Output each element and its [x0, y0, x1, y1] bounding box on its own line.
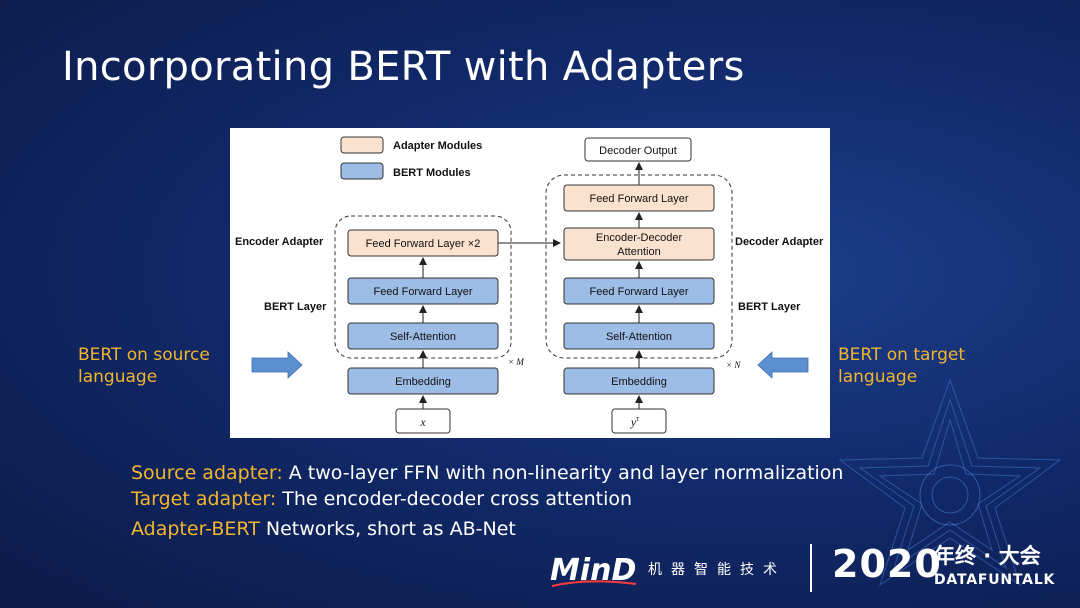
dec-embedding-label: Embedding: [611, 376, 667, 388]
target-arrow-icon: [757, 351, 809, 379]
decoder-adapter-label: Decoder Adapter: [735, 236, 824, 248]
bert-layer-label-right: BERT Layer: [738, 301, 801, 313]
bullet-text: The encoder-decoder cross attention: [276, 488, 633, 510]
star-graphic-icon: [838, 378, 1062, 587]
bullet-text: A two-layer FFN with non-linearity and l…: [282, 462, 844, 484]
source-language-line-1: BERT on source: [78, 345, 210, 365]
bullet-ab-net: Adapter-BERT Networks, short as AB-Net: [131, 516, 843, 542]
footer-year: 2020: [832, 542, 942, 586]
legend-bert-swatch: [340, 162, 384, 180]
source-arrow-icon: [251, 351, 303, 379]
target-language-line-1: BERT on target: [838, 345, 966, 365]
enc-ffn-label: Feed Forward Layer: [373, 286, 472, 298]
dec-ffn-adapter-label: Feed Forward Layer: [589, 193, 688, 205]
bullet-target-adapter: Target adapter: The encoder-decoder cros…: [131, 486, 843, 512]
legend-bert-label: BERT Modules: [393, 167, 471, 179]
dec-input-sup: τ: [636, 414, 640, 423]
slide-title: Incorporating BERT with Adapters: [62, 44, 745, 90]
dec-ffn-label: Feed Forward Layer: [589, 286, 688, 298]
target-language-label: BERT on target language: [838, 344, 965, 388]
dec-output-box: [584, 137, 692, 162]
adapter-bert-diagram: Adapter Modules BERT Modules Encoder Ada…: [230, 128, 830, 438]
enc-self-attn-label: Self-Attention: [390, 331, 456, 343]
bert-layer-label-left: BERT Layer: [264, 301, 327, 313]
footer-event: 年终 · 大会: [934, 544, 1041, 568]
bullet-text: Networks, short as AB-Net: [259, 518, 516, 540]
bullet-highlight: Target adapter:: [131, 488, 277, 510]
footer-cn-text: 机器智能技术: [648, 562, 786, 578]
bullet-highlight: Source adapter:: [131, 462, 283, 484]
enc-embedding-label: Embedding: [395, 376, 451, 388]
dec-self-attn-label: Self-Attention: [606, 331, 672, 343]
dec-cross-attn-label-2: Attention: [617, 246, 660, 258]
enc-ffn-adapter-label: Feed Forward Layer ×2: [366, 238, 481, 250]
source-language-line-2: language: [78, 367, 158, 387]
bullet-highlight: Adapter-BERT: [131, 518, 260, 540]
source-language-label: BERT on source language: [78, 344, 210, 388]
bullet-list: Source adapter: A two-layer FFN with non…: [131, 460, 843, 542]
dec-cross-attn-label-1: Encoder-Decoder: [596, 232, 683, 244]
mind-logo: MinD: [550, 553, 636, 588]
encoder-repeat-label: × M: [508, 357, 524, 367]
legend-adapter-swatch: [340, 136, 384, 154]
encoder-dashed-block: [334, 215, 512, 359]
dec-input-label: yτ: [630, 414, 640, 429]
enc-input-label: x: [419, 415, 426, 429]
footer-divider: [810, 544, 812, 592]
footer-brand: DATAFUNTALK: [934, 572, 1056, 588]
decoder-repeat-label: × N: [726, 360, 741, 370]
dec-output-label: Decoder Output: [599, 145, 677, 157]
encoder-adapter-label: Encoder Adapter: [235, 236, 324, 248]
target-language-line-2: language: [838, 367, 918, 387]
dec-input-base: y: [630, 415, 637, 429]
bullet-source-adapter: Source adapter: A two-layer FFN with non…: [131, 460, 843, 486]
legend-adapter-label: Adapter Modules: [393, 140, 482, 152]
